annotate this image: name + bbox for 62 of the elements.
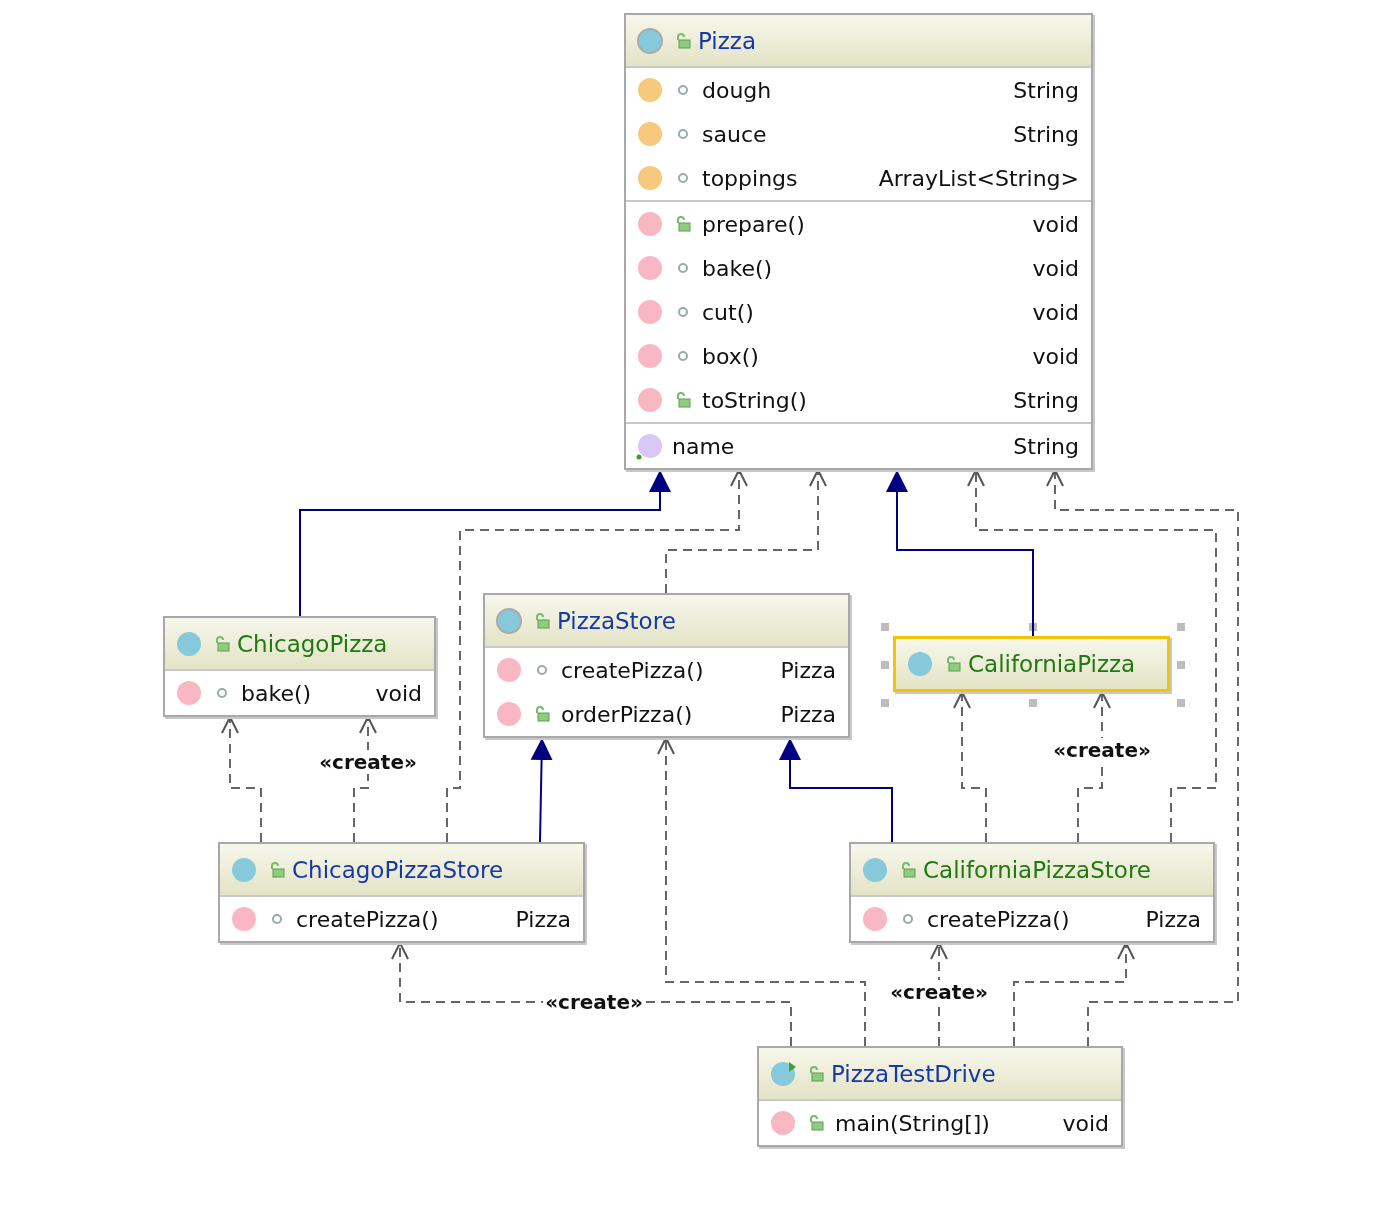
member-type: String xyxy=(1013,433,1079,459)
member-type: Pizza xyxy=(780,657,836,683)
inheritance-arrow xyxy=(779,737,893,843)
member-name: orderPizza() xyxy=(561,701,694,727)
member-type: ArrayList<String> xyxy=(878,165,1079,191)
member-type: void xyxy=(375,680,422,706)
class-name: ChicagoPizza xyxy=(237,630,388,657)
member-name: main(String[]) xyxy=(835,1110,991,1136)
member-type: void xyxy=(1062,1110,1109,1136)
class-box xyxy=(483,593,850,738)
dependency-arrow xyxy=(221,716,262,843)
member-type: void xyxy=(1032,211,1079,237)
class-name: PizzaTestDrive xyxy=(831,1060,996,1087)
dependency-arrow xyxy=(967,469,1217,843)
member-name: box() xyxy=(702,343,760,369)
dependency-arrow xyxy=(930,942,948,1047)
class-box xyxy=(624,13,1093,470)
edge-label: «create» xyxy=(888,980,990,1004)
inheritance-arrow xyxy=(886,469,1034,637)
dependency-arrow xyxy=(353,716,377,843)
class-box xyxy=(757,1046,1123,1147)
dependency-arrow xyxy=(1077,691,1111,843)
member-name: bake() xyxy=(241,680,313,706)
member-name: toString() xyxy=(702,387,808,413)
member-name: cut() xyxy=(702,299,755,325)
member-name: prepare() xyxy=(702,211,806,237)
member-type: void xyxy=(1032,299,1079,325)
member-name: createPizza() xyxy=(561,657,705,683)
class-box xyxy=(163,616,436,717)
member-name: toppings xyxy=(702,165,799,191)
dependency-arrow xyxy=(953,691,987,843)
class-name: CaliforniaPizzaStore xyxy=(923,856,1151,883)
dependency-arrow xyxy=(1013,942,1135,1047)
member-type: void xyxy=(1032,255,1079,281)
class-box xyxy=(893,636,1170,692)
dependency-arrow xyxy=(446,469,748,843)
member-name: createPizza() xyxy=(927,906,1071,932)
member-name: name xyxy=(672,433,736,459)
dependency-arrow xyxy=(1046,469,1239,1047)
edge-label: «create» xyxy=(1051,738,1153,762)
member-type: Pizza xyxy=(780,701,836,727)
class-box xyxy=(849,842,1215,943)
member-name: sauce xyxy=(702,121,768,147)
member-type: Pizza xyxy=(515,906,571,932)
member-type: void xyxy=(1032,343,1079,369)
inheritance-arrow xyxy=(530,737,553,843)
member-type: String xyxy=(1013,77,1079,103)
member-name: createPizza() xyxy=(296,906,440,932)
member-type: Pizza xyxy=(1145,906,1201,932)
dependency-arrow xyxy=(665,469,827,594)
inheritance-arrow xyxy=(299,469,671,617)
member-name: dough xyxy=(702,77,773,103)
member-name: bake() xyxy=(702,255,774,281)
class-name: CaliforniaPizza xyxy=(968,651,1136,677)
edge-label: «create» xyxy=(317,750,419,774)
class-name: PizzaStore xyxy=(557,607,676,634)
class-box xyxy=(218,842,585,943)
member-type: String xyxy=(1013,387,1079,413)
dependency-arrow xyxy=(657,737,866,1047)
member-type: String xyxy=(1013,121,1079,147)
class-name: Pizza xyxy=(698,27,756,54)
class-name: ChicagoPizzaStore xyxy=(292,856,504,883)
